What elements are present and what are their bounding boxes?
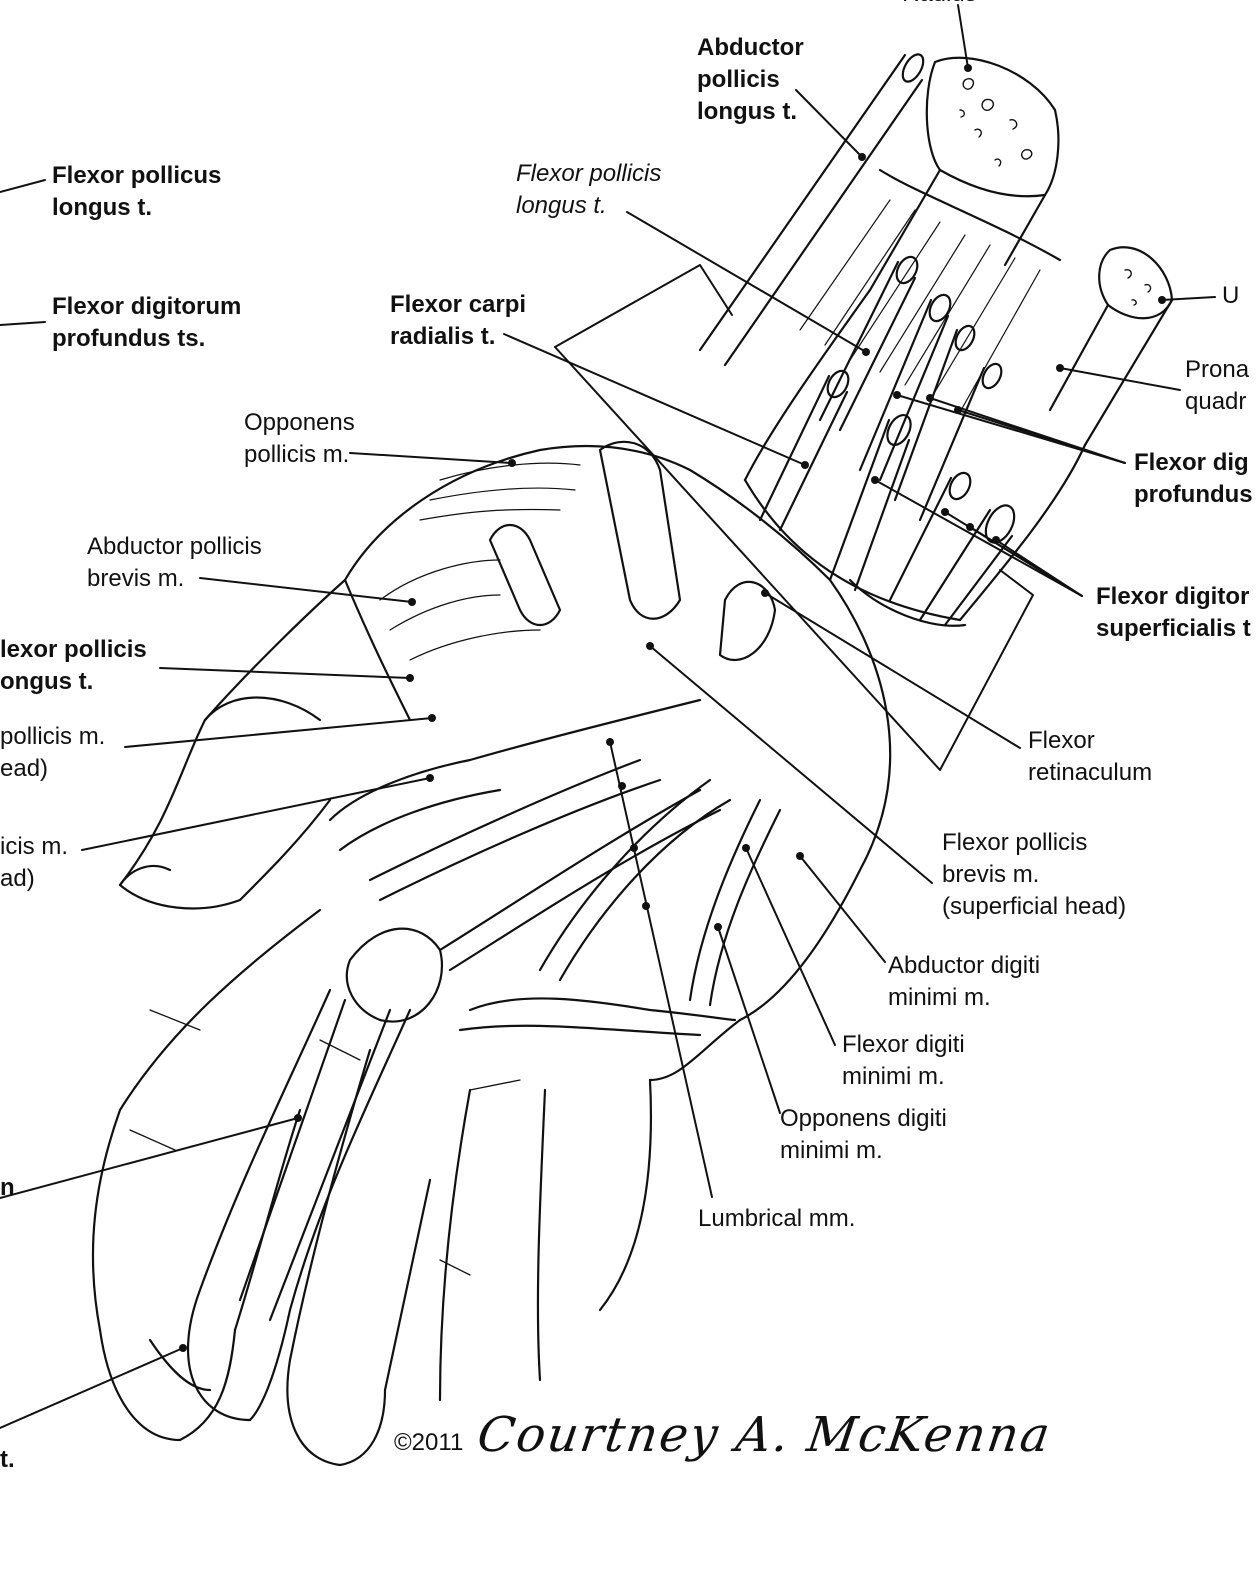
label-opponens-digiti-minimi: Opponens digiti minimi m. (780, 1105, 947, 1164)
label-adductor-pollicis-oblique: pollicis m. ead) (0, 723, 106, 782)
label-flexor-retinaculum: Flexor retinaculum (1028, 727, 1153, 786)
flexor-tendons (758, 255, 1016, 627)
label-flexor-digiti-minimi: Flexor digiti minimi m. (842, 1031, 965, 1090)
label-abductor-pollicis-brevis: Abductor pollicis brevis m. (87, 533, 262, 592)
label-left-edge-t: t. (0, 1446, 15, 1473)
label-radius: Radius (902, 0, 977, 10)
label-ulna: U (1222, 282, 1240, 309)
label-abductor-pollicis-longus: Abductor pollicis longus t. (697, 34, 804, 125)
label-flexor-pollicis-longus-italic: Flexor pollicis longus t. (516, 160, 662, 219)
label-opponens-pollicis: Opponens pollicis m. (244, 409, 355, 468)
leader-lines (0, 4, 1216, 1429)
label-flexor-pollicus-longus: Flexor pollicus longus t. (52, 162, 222, 221)
thenar-muscles (343, 440, 777, 722)
label-flexor-pollicis-longus-mid: lexor pollicis ongus t. (0, 636, 147, 695)
copyright-notice: ©2011 (394, 1429, 464, 1456)
label-flexor-digitorum-profundus-left: Flexor digitorum profundus ts. (52, 293, 242, 352)
label-lumbrical: Lumbrical mm. (698, 1205, 856, 1232)
label-flexor-pollicis-brevis: Flexor pollicis brevis m. (superficial h… (942, 829, 1127, 920)
label-pronator-quadratus: Prona quadr (1185, 356, 1250, 415)
label-flexor-digitorum-profundus-right: Flexor dig profundus (1134, 449, 1253, 508)
label-left-edge-n: n (0, 1174, 15, 1201)
abductor-pollicis-longus-tendon (698, 53, 925, 367)
hand-outline (91, 468, 892, 1467)
radius-bone (868, 56, 1060, 292)
retinaculum-bracket (554, 264, 1034, 771)
label-flexor-carpi-radialis: Flexor carpi radialis t. (390, 291, 527, 350)
label-flexor-digitorum-superficialis: Flexor digitor superficialis t (1096, 583, 1251, 642)
artist-signature: Courtney A. McKenna (474, 1407, 1056, 1463)
leader-dots (179, 64, 1166, 1352)
ulna-bone (1048, 246, 1174, 447)
label-adductor-pollicis-transverse: icis m. ad) (0, 833, 68, 892)
palm-tendons (328, 698, 782, 1037)
label-abductor-digiti-minimi: Abductor digiti minimi m. (888, 952, 1041, 1011)
